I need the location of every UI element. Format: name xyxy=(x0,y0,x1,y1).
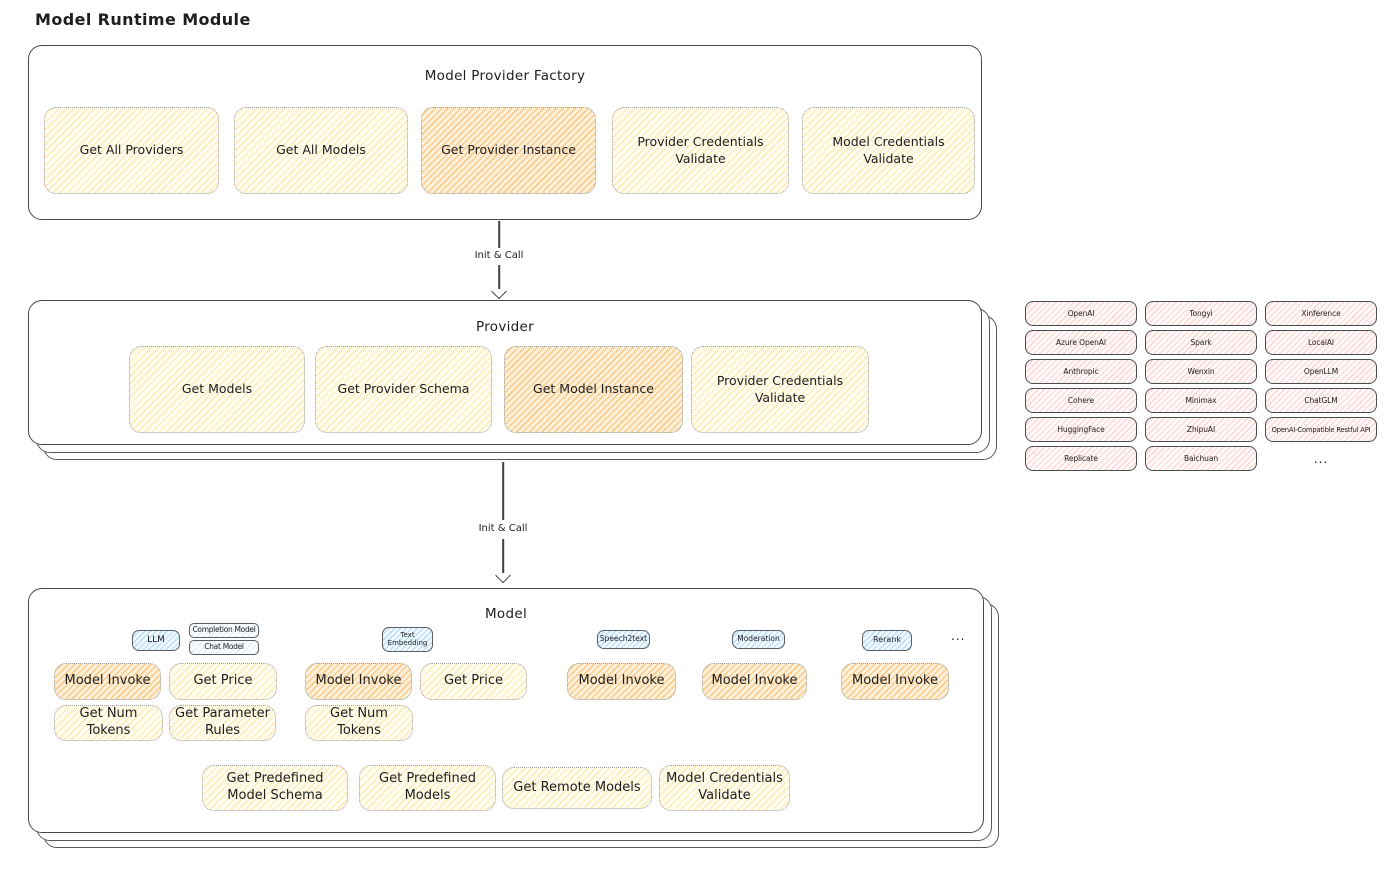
model-tab-text-embedding: Text Embedding xyxy=(382,627,433,652)
provider-chip-tongyi: Tongyi xyxy=(1145,301,1257,326)
provider-item-get-models: Get Models xyxy=(129,346,305,433)
provider-chip-anthropic: Anthropic xyxy=(1025,359,1137,384)
factory-item-provider-credentials-validate: Provider Credentials Validate xyxy=(612,107,789,194)
arrow-provider-to-model: Init & Call xyxy=(463,462,543,584)
model-fn-llm-get-price: Get Price xyxy=(169,663,277,700)
provider-item-get-provider-schema: Get Provider Schema xyxy=(315,346,492,433)
provider-chip-zhipuai: ZhipuAI xyxy=(1145,417,1257,442)
arrow-line xyxy=(498,265,500,289)
model-fn-te-get-num-tokens: Get Num Tokens xyxy=(305,705,413,741)
model-fn-s2t-model-invoke: Model Invoke xyxy=(567,663,676,700)
provider-item-get-model-instance: Get Model Instance xyxy=(504,346,683,433)
arrow-down-icon xyxy=(491,283,507,300)
model-tab-completion-model: Completion Model xyxy=(189,623,259,638)
provider-chip-localai: LocalAI xyxy=(1265,330,1377,355)
factory-item-get-provider-instance: Get Provider Instance xyxy=(421,107,596,194)
provider-chip-azure-openai: Azure OpenAI xyxy=(1025,330,1137,355)
provider-chip-baichuan: Baichuan xyxy=(1145,446,1257,471)
model-tab-chat-model: Chat Model xyxy=(189,640,259,655)
model-tab-speech2text: Speech2text xyxy=(597,630,650,649)
arrow-factory-to-provider: Init & Call xyxy=(459,221,539,300)
arrow-label: Init & Call xyxy=(478,523,528,534)
provider-list: OpenAI Tongyi Xinference Azure OpenAI Sp… xyxy=(1025,301,1377,471)
provider-chip-minimax: Minimax xyxy=(1145,388,1257,413)
model-fn-llm-get-parameter-rules: Get Parameter Rules xyxy=(169,705,276,741)
provider-chip-openai-compatible-restful-api: OpenAI-Compatible Restful API xyxy=(1265,417,1377,442)
factory-title: Model Provider Factory xyxy=(424,68,586,84)
provider-chip-openai: OpenAI xyxy=(1025,301,1137,326)
model-fn-get-predefined-models: Get Predefined Models xyxy=(359,765,496,811)
model-tab-moderation: Moderation xyxy=(732,630,785,649)
provider-chip-huggingface: HuggingFace xyxy=(1025,417,1137,442)
arrow-down-icon xyxy=(495,567,511,584)
model-title: Model xyxy=(484,606,528,622)
model-fn-llm-model-invoke: Model Invoke xyxy=(54,663,161,700)
provider-box: Provider Get Models Get Provider Schema … xyxy=(28,300,982,445)
provider-chip-wenxin: Wenxin xyxy=(1145,359,1257,384)
factory-item-get-all-models: Get All Models xyxy=(234,107,408,194)
model-fn-llm-get-num-tokens: Get Num Tokens xyxy=(54,705,163,741)
arrow-line xyxy=(502,539,504,573)
arrow-line xyxy=(498,221,500,248)
model-tabs-ellipsis: ... xyxy=(951,629,966,643)
model-fn-model-credentials-validate: Model Credentials Validate xyxy=(659,765,790,811)
provider-title: Provider xyxy=(476,319,534,335)
model-fn-te-model-invoke: Model Invoke xyxy=(305,663,412,700)
model-tab-llm: LLM xyxy=(132,630,180,651)
factory-item-get-all-providers: Get All Providers xyxy=(44,107,219,194)
provider-chip-openllm: OpenLLM xyxy=(1265,359,1377,384)
model-fn-get-predefined-model-schema: Get Predefined Model Schema xyxy=(202,765,348,811)
provider-chip-replicate: Replicate xyxy=(1025,446,1137,471)
factory-box: Model Provider Factory Get All Providers… xyxy=(28,45,982,220)
provider-item-provider-credentials-validate: Provider Credentials Validate xyxy=(691,346,869,433)
factory-item-model-credentials-validate: Model Credentials Validate xyxy=(802,107,975,194)
provider-list-ellipsis: ... xyxy=(1313,451,1329,466)
model-fn-get-remote-models: Get Remote Models xyxy=(502,767,652,809)
provider-chip-chatglm: ChatGLM xyxy=(1265,388,1377,413)
model-tab-rerank: Rerank xyxy=(862,630,912,651)
model-fn-te-get-price: Get Price xyxy=(420,663,527,700)
model-fn-rerank-model-invoke: Model Invoke xyxy=(841,663,949,700)
arrow-label: Init & Call xyxy=(474,250,524,261)
provider-chip-cohere: Cohere xyxy=(1025,388,1137,413)
model-box: Model LLM Completion Model Chat Model Te… xyxy=(28,588,984,833)
model-fn-moderation-model-invoke: Model Invoke xyxy=(702,663,807,700)
provider-chip-xinference: Xinference xyxy=(1265,301,1377,326)
page-title: Model Runtime Module xyxy=(35,10,251,29)
arrow-line xyxy=(502,462,504,520)
provider-chip-spark: Spark xyxy=(1145,330,1257,355)
